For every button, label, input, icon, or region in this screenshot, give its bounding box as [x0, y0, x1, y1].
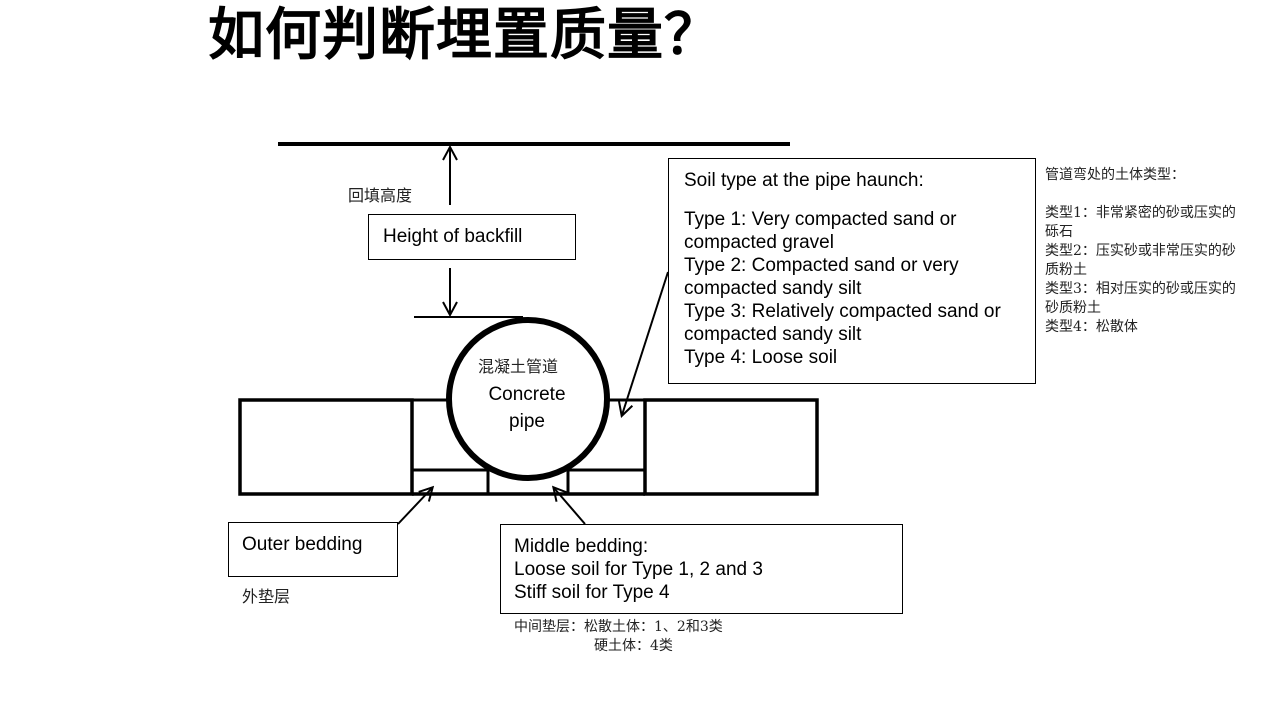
soil-type-cn-line: 类型3：相对压实的砂或压实的 [1045, 281, 1236, 297]
soil-type-cn-block: 管道弯处的土体类型： 类型1：非常紧密的砂或压实的 砾石 类型2：压实砂或非常压… [1045, 166, 1277, 337]
soil-type-cn-line: 砾石 [1045, 224, 1073, 240]
backfill-cn-label: 回填高度 [348, 186, 413, 205]
soil-type-line: compacted sandy silt [684, 324, 862, 345]
pipe-en-line2: pipe [509, 411, 545, 432]
soil-type-cn-heading: 管道弯处的土体类型： [1045, 167, 1185, 183]
middle-bedding-content: Middle bedding: Loose soil for Type 1, 2… [501, 525, 902, 604]
haunch-arrow [622, 271, 669, 415]
middle-bedding-line3: Stiff soil for Type 4 [514, 582, 670, 603]
outer-bedding-box: Outer bedding [228, 522, 398, 577]
soil-type-line: compacted sandy silt [684, 278, 862, 299]
outer-bedding-arrow [397, 488, 432, 525]
right-soil-block [643, 398, 819, 496]
pipe-cn-label: 混凝土管道 [478, 357, 559, 376]
soil-type-line: Type 2: Compacted sand or very [684, 255, 959, 276]
page-title: 如何判断埋置质量？ [208, 2, 721, 68]
soil-type-line: Type 4: Loose soil [684, 347, 838, 368]
soil-type-cn-line: 类型2：压实砂或非常压实的砂 [1045, 243, 1236, 259]
soil-type-line: Type 1: Very compacted sand or [684, 209, 957, 230]
soil-type-cn-line: 砂质粉土 [1045, 300, 1101, 316]
pipe-en-label: Concrete pipe [467, 381, 587, 435]
left-soil-block [238, 398, 414, 496]
soil-type-line: Type 3: Relatively compacted sand or [684, 301, 1001, 322]
middle-bedding-line2: Loose soil for Type 1, 2 and 3 [514, 559, 763, 580]
middle-bedding-cn-line2: 硬土体：4类 [594, 638, 673, 654]
soil-type-cn-line: 质粉土 [1045, 262, 1087, 278]
soil-type-cn-line: 类型4：松散体 [1045, 319, 1138, 335]
backfill-height-box: Height of backfill [368, 214, 576, 260]
outer-bedding-cn-label: 外垫层 [242, 587, 291, 606]
middle-bedding-line1: Middle bedding: [514, 536, 649, 557]
outer-bedding-en-label: Outer bedding [242, 534, 363, 555]
soil-type-line: compacted gravel [684, 232, 834, 253]
backfill-en-label: Height of backfill [383, 226, 523, 247]
pipe-en-line1: Concrete [488, 384, 566, 405]
soil-type-content: Soil type at the pipe haunch: Type 1: Ve… [669, 159, 1035, 369]
middle-bedding-box: Middle bedding: Loose soil for Type 1, 2… [500, 524, 903, 614]
soil-type-heading: Soil type at the pipe haunch: [684, 170, 924, 191]
concrete-pipe [446, 317, 610, 481]
soil-type-cn-line: 类型1：非常紧密的砂或压实的 [1045, 205, 1236, 221]
middle-bedding-cn-line1: 中间垫层：松散土体：1、2和3类 [514, 619, 723, 635]
soil-type-box: Soil type at the pipe haunch: Type 1: Ve… [668, 158, 1036, 384]
middle-bedding-arrow [554, 488, 586, 525]
